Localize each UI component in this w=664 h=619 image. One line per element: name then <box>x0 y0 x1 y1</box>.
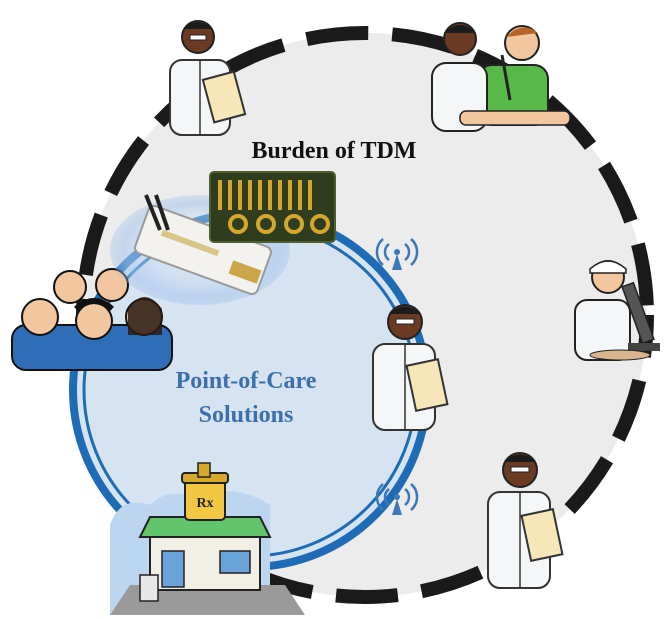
pharmacy-building-icon: Rx <box>110 462 305 615</box>
outer-label: Burden of TDM <box>252 138 417 164</box>
lab-technician-microscope-icon <box>574 260 660 361</box>
pharmacy-sign-text: Rx <box>196 496 213 511</box>
doctor-clipboard-icon <box>169 20 247 136</box>
inner-label-line2: Solutions <box>199 402 294 428</box>
inner-label-line1: Point-of-Care <box>176 368 317 394</box>
wireless-signal-icon <box>375 238 419 270</box>
nurse-injecting-patient-icon <box>431 22 571 132</box>
doctor-clipboard-icon <box>372 304 449 431</box>
electrode-sensor-array-icon <box>209 171 336 243</box>
doctor-clipboard-icon <box>487 452 564 589</box>
wireless-signal-icon <box>375 483 419 515</box>
patient-group-icon <box>11 268 173 371</box>
inner-circle <box>73 213 427 567</box>
